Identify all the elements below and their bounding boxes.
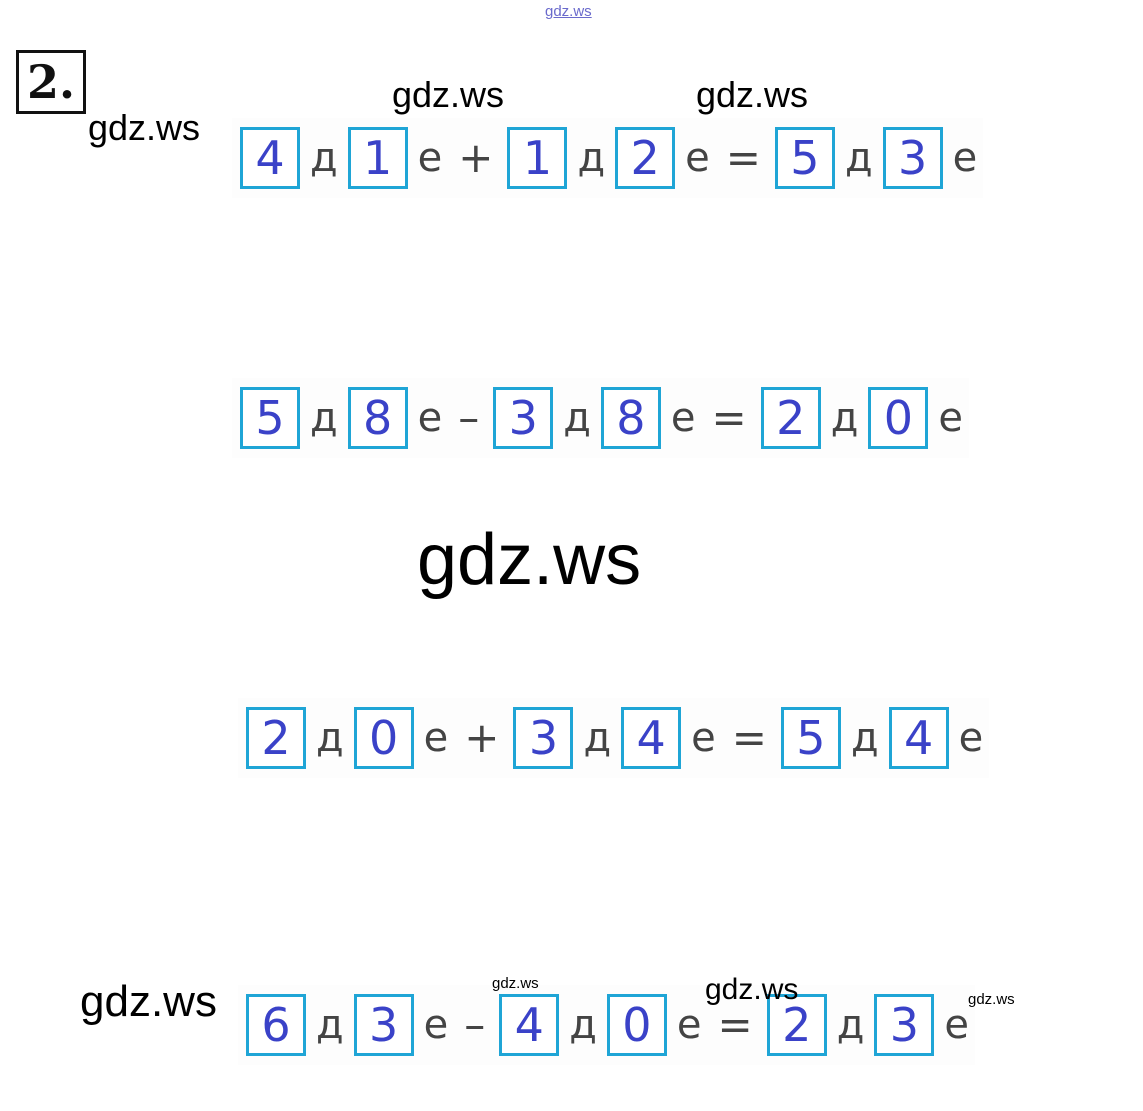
answer-box: 2 — [760, 387, 821, 449]
answer-box: 3 — [353, 994, 414, 1056]
unit-tens: д — [310, 135, 338, 181]
answer-box: 1 — [347, 127, 408, 189]
unit-tens: д — [316, 715, 344, 761]
watermark: gdz.ws — [492, 975, 539, 992]
unit-tens: д — [850, 715, 879, 761]
watermark: gdz.ws — [88, 107, 201, 148]
answer-box: 2 — [766, 994, 827, 1056]
answer-box: 3 — [882, 127, 943, 189]
answer-box: 0 — [353, 707, 414, 769]
watermark-large: gdz.ws — [417, 520, 642, 600]
unit-ones: е — [685, 135, 710, 181]
equation-1: 4 д 1 е + 1 д 2 е = 5 д 3 е — [232, 118, 984, 198]
watermark: gdz.ws — [392, 74, 505, 115]
operator: – — [464, 1000, 486, 1049]
unit-tens: д — [316, 1002, 344, 1048]
unit-ones: е — [676, 1002, 702, 1048]
equals-sign: = — [717, 1000, 753, 1049]
unit-tens: д — [563, 395, 591, 441]
unit-tens: д — [577, 135, 606, 181]
answer-box: 8 — [347, 387, 408, 449]
unit-ones: е — [958, 715, 984, 761]
equals-sign: = — [725, 133, 761, 182]
operator: + — [464, 713, 500, 762]
answer-box: 3 — [493, 387, 554, 449]
watermark: gdz.ws — [968, 991, 1015, 1008]
unit-ones: е — [944, 1002, 969, 1048]
watermark: gdz.ws — [696, 74, 809, 115]
unit-ones: е — [423, 1002, 449, 1048]
unit-ones: е — [417, 135, 443, 181]
answer-box: 4 — [499, 994, 560, 1056]
unit-tens: д — [836, 1002, 865, 1048]
answer-box: 5 — [780, 707, 841, 769]
answer-box: 2 — [246, 707, 306, 769]
unit-ones: е — [670, 395, 696, 441]
answer-box: 3 — [874, 994, 935, 1056]
answer-box: 6 — [246, 994, 306, 1056]
watermark: gdz.ws — [705, 973, 799, 1006]
unit-tens: д — [830, 395, 859, 441]
answer-box: 5 — [774, 127, 835, 189]
answer-box: 1 — [507, 127, 568, 189]
answer-box: 4 — [621, 707, 682, 769]
unit-ones: е — [952, 135, 978, 181]
answer-box: 0 — [606, 994, 667, 1056]
answer-box: 2 — [615, 127, 676, 189]
operator: – — [458, 393, 480, 442]
watermark: gdz.ws — [80, 977, 217, 1026]
unit-ones: е — [417, 395, 443, 441]
equation-2: 5 д 8 е – 3 д 8 е = 2 д 0 е — [232, 378, 969, 458]
watermark-link[interactable]: gdz.ws — [545, 3, 592, 20]
unit-ones: е — [423, 715, 449, 761]
unit-ones: е — [691, 715, 716, 761]
equals-sign: = — [731, 713, 767, 762]
unit-ones: е — [938, 395, 963, 441]
equation-4: 6 д 3 е – 4 д 0 е = 2 д 3 е — [238, 985, 975, 1065]
answer-box: 8 — [600, 387, 661, 449]
unit-tens: д — [310, 395, 338, 441]
unit-tens: д — [844, 135, 873, 181]
answer-box: 4 — [888, 707, 949, 769]
operator: + — [458, 133, 494, 182]
unit-tens: д — [569, 1002, 597, 1048]
task-number: 2. — [16, 50, 86, 114]
answer-box: 4 — [240, 127, 300, 189]
answer-box: 0 — [868, 387, 929, 449]
answer-box: 5 — [240, 387, 300, 449]
answer-box: 3 — [513, 707, 574, 769]
unit-tens: д — [583, 715, 612, 761]
equation-3: 2 д 0 е + 3 д 4 е = 5 д 4 е — [238, 698, 990, 778]
equals-sign: = — [711, 393, 747, 442]
